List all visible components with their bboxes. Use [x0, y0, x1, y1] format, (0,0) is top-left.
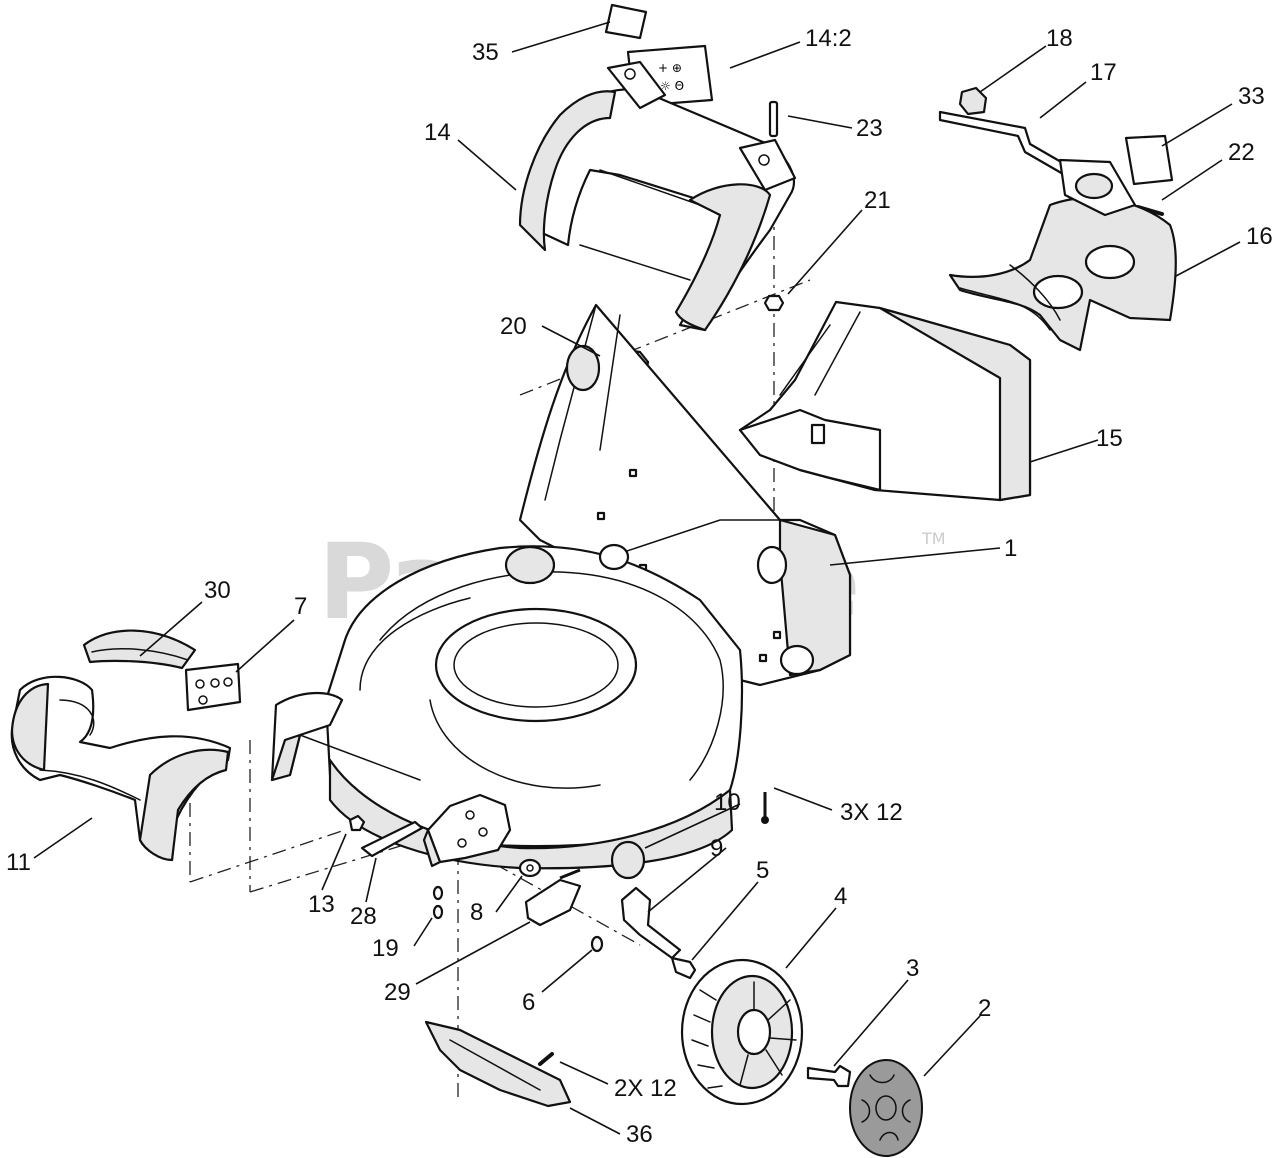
callout-11: 11 [6, 849, 31, 876]
callout-2x12: 2X 12 [614, 1075, 677, 1102]
callout-14-2: 14:2 [805, 25, 852, 52]
callout-3x12: 3X 12 [840, 799, 903, 826]
washer-6[interactable] [590, 935, 604, 953]
callout-36: 36 [626, 1121, 653, 1148]
callout-4: 4 [834, 883, 847, 910]
pin-23[interactable] [768, 100, 779, 138]
axle-bracket-9[interactable] [620, 886, 682, 960]
callout-30: 30 [204, 577, 231, 604]
callout-20: 20 [500, 313, 527, 340]
callout-1: 1 [1004, 535, 1017, 562]
washer-8[interactable] [518, 858, 542, 878]
svg-text:+ ⊕: + ⊕ [658, 61, 682, 75]
wheel-4[interactable] [680, 958, 804, 1106]
nut-13[interactable] [348, 814, 366, 832]
callout-17: 17 [1090, 59, 1117, 86]
callout-5: 5 [756, 857, 769, 884]
callout-21: 21 [864, 187, 891, 214]
handle-grip-16[interactable] [948, 158, 1177, 352]
callout-8: 8 [470, 899, 483, 926]
callout-2: 2 [978, 995, 991, 1022]
mower-deck-1[interactable] [324, 303, 852, 870]
plate-7[interactable] [184, 662, 242, 712]
callout-3: 3 [906, 955, 919, 982]
handle-shroud-14[interactable] [518, 60, 797, 332]
decal-33[interactable] [1124, 134, 1174, 186]
callout-9: 9 [710, 835, 723, 862]
bolt-5[interactable] [670, 956, 697, 980]
bolt-3[interactable] [806, 1064, 852, 1088]
spacer-19[interactable] [432, 885, 444, 920]
callout-7: 7 [294, 593, 307, 620]
callout-14: 14 [424, 119, 451, 146]
callout-16: 16 [1246, 223, 1273, 250]
screw-3x12[interactable] [761, 792, 769, 824]
callout-13: 13 [308, 891, 335, 918]
callout-28: 28 [350, 903, 377, 930]
callout-33: 33 [1238, 83, 1265, 110]
callout-6: 6 [522, 989, 535, 1016]
screw-2x12[interactable] [538, 1052, 554, 1066]
callout-19: 19 [372, 935, 399, 962]
watermark-trademark: TM [921, 529, 946, 548]
callout-22: 22 [1228, 139, 1255, 166]
handle-frame-15[interactable] [738, 300, 1032, 502]
scraper-36[interactable] [424, 1020, 572, 1108]
flap-30[interactable] [82, 629, 197, 670]
callout-10: 10 [714, 789, 741, 816]
cap-10[interactable] [610, 840, 646, 880]
callout-35: 35 [472, 39, 499, 66]
hub-cap-2[interactable] [849, 1059, 923, 1157]
callout-29: 29 [384, 979, 411, 1006]
svg-text:☼ Θ: ☼ Θ [660, 79, 684, 93]
knob-18[interactable] [958, 86, 988, 116]
callout-23: 23 [856, 115, 883, 142]
callout-18: 18 [1046, 25, 1073, 52]
bracket-29[interactable] [524, 868, 582, 927]
nut-21[interactable] [763, 294, 785, 312]
leader-lines [33, 21, 1241, 1135]
flap-bracket [270, 691, 421, 782]
height-adjuster-plate [422, 793, 512, 868]
lever-28[interactable] [360, 820, 424, 858]
decal-35[interactable] [604, 3, 648, 40]
callout-15: 15 [1096, 425, 1123, 452]
rear-flap-11[interactable] [10, 675, 232, 862]
callout-labels: 35 14:2 18 17 33 22 16 14 23 21 20 15 1 … [6, 25, 1273, 1148]
